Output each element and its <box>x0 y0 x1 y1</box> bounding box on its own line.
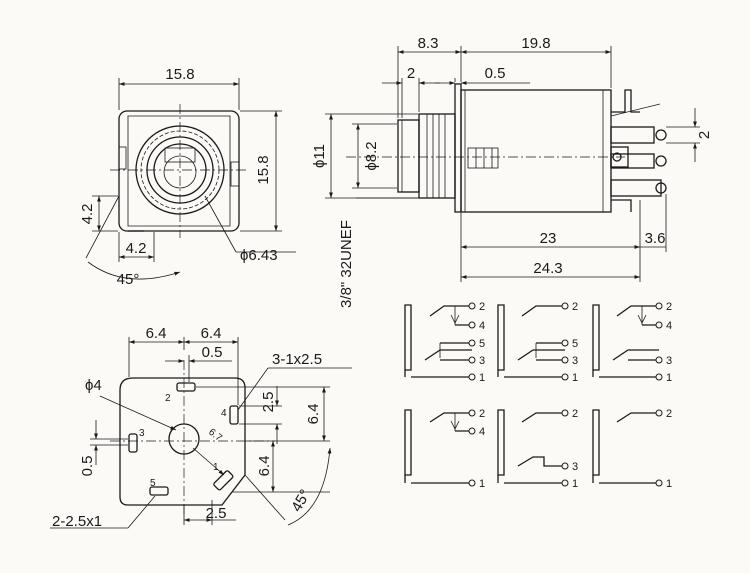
front-view: 15.8 15.8 4.2 4.2 45° ϕ6.43 <box>79 66 296 288</box>
dim-side-body: 23 <box>540 230 557 247</box>
pcb-pin-label-3: 3 <box>139 428 145 439</box>
dim-side-plate: 0.5 <box>485 65 506 82</box>
sch6-pin-a: 2 <box>666 408 672 420</box>
pcb-center-hole <box>168 423 200 455</box>
schematic-3: 2 4 3 1 <box>592 301 672 384</box>
side-pin-e <box>611 199 632 212</box>
sch5-pin-a: 2 <box>572 408 578 420</box>
dim-side-body-len: 19.8 <box>521 35 550 52</box>
label-pcb-hole: ϕ4 <box>85 377 102 394</box>
sch1-pin-a: 2 <box>479 301 485 313</box>
dim-pcb-angle: 45° <box>288 487 314 515</box>
dim-pcb-pin2-len: 2.5 <box>260 392 277 413</box>
dim-pcb-offset-top: 0.5 <box>202 344 223 361</box>
label-pcb-slot-top: 3-1x2.5 <box>272 351 322 368</box>
schematic-4: 2 4 1 <box>404 408 485 490</box>
side-panel-plate <box>454 83 462 213</box>
dim-side-total: 24.3 <box>533 260 562 277</box>
sch2-pin-a: 2 <box>572 301 578 313</box>
pcb-pin-label-5: 5 <box>150 478 156 489</box>
schematic-5: 2 3 1 <box>497 408 578 490</box>
front-sleeve <box>163 155 197 189</box>
dim-side-pin-pitch: 2 <box>696 131 713 139</box>
dim-pcb-diag: 6.7 <box>206 427 224 444</box>
side-inner-plug <box>467 147 499 169</box>
sch6-pin-b: 1 <box>666 478 672 490</box>
front-right-tab <box>230 161 240 187</box>
sch4-pin-b: 4 <box>479 426 485 438</box>
sch2-pin-c: 3 <box>572 355 578 367</box>
sch1-pin-e: 1 <box>479 372 485 384</box>
dim-front-hole: ϕ6.43 <box>240 247 278 264</box>
dim-side-flange: 2 <box>407 65 415 82</box>
sch2-pin-d: 1 <box>572 372 578 384</box>
pcb-slot-1 <box>213 470 234 491</box>
dim-side-front-len: 8.3 <box>418 35 439 52</box>
dim-front-height: 15.8 <box>255 155 272 184</box>
front-left-tab <box>118 146 127 170</box>
pcb-slot-2 <box>176 382 196 392</box>
pcb-pin-label-1: 1 <box>213 462 219 473</box>
sch3-pin-c: 3 <box>666 355 672 367</box>
front-inner-frame <box>127 115 231 227</box>
dim-side-tail: 3.6 <box>645 230 666 247</box>
label-thread: 3/8" 32UNEF <box>338 220 355 308</box>
dim-side-dia-outer: ϕ11 <box>311 144 328 168</box>
dim-pcb-offset-left: 0.5 <box>79 456 96 477</box>
pcb-view: 2 4 3 5 1 6.7 6.4 6.4 0.5 3-1x2.5 ϕ4 2.5 <box>50 325 352 530</box>
front-body-outline <box>118 110 240 232</box>
side-bushing <box>397 119 420 193</box>
dim-front-angle: 45° <box>117 271 140 288</box>
label-pcb-slot-bottom: 2-2.5x1 <box>52 513 102 530</box>
sch3-pin-a: 2 <box>666 301 672 313</box>
sch3-pin-d: 1 <box>666 372 672 384</box>
pcb-slot-3 <box>128 433 138 453</box>
pcb-pin-label-2: 2 <box>165 393 171 404</box>
side-view: 8.3 19.8 2 0.5 ϕ11 ϕ8.2 3/8" 32UNEF 2 <box>311 35 713 308</box>
dim-front-width: 15.8 <box>165 66 194 83</box>
dim-pcb-h-lower: 6.4 <box>256 456 273 477</box>
sch3-pin-b: 4 <box>666 320 672 332</box>
pcb-slot-5 <box>149 486 169 496</box>
dim-front-corner-h: 4.2 <box>79 204 96 225</box>
sch1-pin-d: 3 <box>479 355 485 367</box>
sch5-pin-c: 1 <box>572 478 578 490</box>
dim-front-corner-w: 4.2 <box>126 240 147 257</box>
pcb-pin-label-4: 4 <box>221 408 227 419</box>
side-pin-a <box>610 126 655 144</box>
dim-pcb-pin5-len: 2.5 <box>206 505 227 522</box>
schematic-1: 2 4 5 3 1 <box>404 301 485 384</box>
sch1-pin-c: 5 <box>479 338 485 350</box>
dim-pcb-w-right: 6.4 <box>201 325 222 342</box>
sch2-pin-b: 5 <box>572 338 578 350</box>
side-pin-d <box>610 179 662 197</box>
side-thread <box>418 113 456 199</box>
schematic-2: 2 5 3 1 <box>497 301 578 384</box>
dim-pcb-h-upper: 6.4 <box>305 404 322 425</box>
dim-side-dia-inner: ϕ8.2 <box>363 141 380 170</box>
sch4-pin-a: 2 <box>479 408 485 420</box>
side-body <box>460 89 612 213</box>
pcb-outline <box>119 377 246 506</box>
pcb-slot-4 <box>229 405 239 425</box>
side-pin-top <box>611 89 640 113</box>
sch1-pin-b: 4 <box>479 320 485 332</box>
sch4-pin-c: 1 <box>479 478 485 490</box>
side-pin-c <box>610 153 655 169</box>
dim-pcb-w-left: 6.4 <box>146 325 167 342</box>
schematic-6: 2 1 <box>592 408 672 490</box>
sch5-pin-b: 3 <box>572 461 578 473</box>
